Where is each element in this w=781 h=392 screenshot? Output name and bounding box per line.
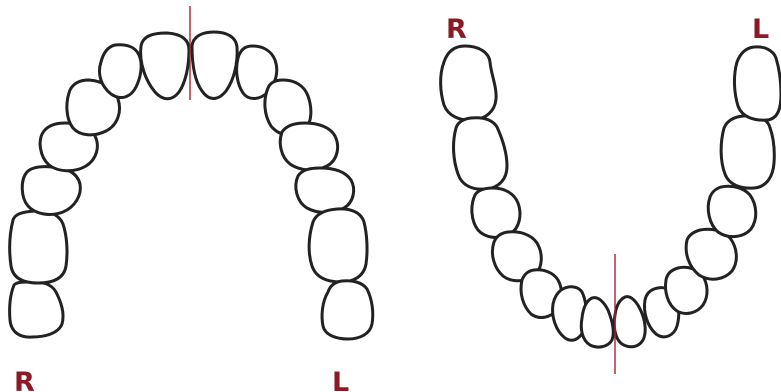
lower-tooth-premolar-4[interactable] <box>684 227 738 281</box>
upper-tooth-molar-4[interactable] <box>294 166 356 214</box>
upper-tooth-molar-1[interactable] <box>8 280 65 339</box>
upper-right-label: R <box>14 367 35 392</box>
lower-tooth-molar-2[interactable] <box>452 116 509 191</box>
lower-right-label: R <box>446 14 467 45</box>
upper-tooth-incisor-1[interactable] <box>139 31 191 101</box>
lower-tooth-molar-4[interactable] <box>706 184 758 238</box>
upper-tooth-molar-3[interactable] <box>20 165 82 216</box>
upper-tooth-molar-5[interactable] <box>307 207 369 284</box>
upper-tooth-premolar-2[interactable] <box>65 78 121 137</box>
lower-tooth-incisor-1[interactable] <box>579 296 615 349</box>
lower-tooth-molar-1[interactable] <box>439 44 498 122</box>
upper-tooth-molar-6[interactable] <box>320 279 375 341</box>
lower-tooth-premolar-1[interactable] <box>490 230 543 283</box>
lower-tooth-premolar-3[interactable] <box>664 265 709 315</box>
upper-tooth-molar-2[interactable] <box>8 209 69 285</box>
lower-left-label: L <box>752 14 769 45</box>
lower-tooth-incisor-2[interactable] <box>612 295 647 349</box>
upper-arch <box>8 30 375 341</box>
upper-tooth-canine-2[interactable] <box>235 44 279 100</box>
upper-left-label: L <box>332 367 349 392</box>
lower-tooth-molar-3[interactable] <box>470 186 522 239</box>
lower-tooth-molar-5[interactable] <box>719 114 776 190</box>
upper-tooth-canine[interactable] <box>97 43 143 99</box>
lower-arch <box>439 44 781 349</box>
upper-tooth-premolar-4[interactable] <box>278 121 340 172</box>
upper-tooth-premolar-3[interactable] <box>263 78 313 137</box>
upper-tooth-incisor-2[interactable] <box>190 30 239 100</box>
lower-tooth-molar-6[interactable] <box>733 45 781 122</box>
